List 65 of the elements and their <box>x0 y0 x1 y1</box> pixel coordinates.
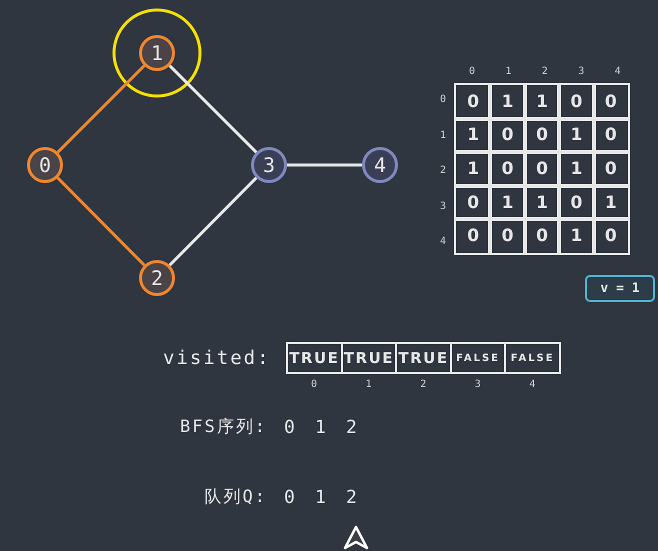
sequence-value: 2 <box>346 419 357 437</box>
sequence-name: BFS序列: <box>180 419 267 436</box>
column-index: 0 <box>469 67 476 77</box>
array-cell: TRUE <box>286 342 343 374</box>
array-index: 1 <box>366 380 372 390</box>
matrix-cell: 0 <box>592 217 630 255</box>
graph-edge <box>56 64 146 154</box>
column-index: 4 <box>614 67 621 77</box>
matrix-cell: 0 <box>522 150 562 188</box>
array-cell: FALSE <box>450 342 506 374</box>
vertex-circle: 4 <box>362 147 398 183</box>
vertex-circle: 0 <box>27 147 63 183</box>
row-index: 0 <box>440 95 446 105</box>
queue-value: 0 <box>284 489 295 507</box>
graph-edge <box>287 164 362 166</box>
graph-edge <box>168 176 258 266</box>
sequence-value: 0 <box>284 419 295 437</box>
matrix-cell: 1 <box>488 184 527 222</box>
column-index: 1 <box>505 67 512 77</box>
matrix-cell: 1 <box>592 184 630 222</box>
matrix-cell: 1 <box>557 150 596 188</box>
graph-edge <box>168 64 258 154</box>
matrix-cell: 0 <box>557 184 596 222</box>
queue-value: 2 <box>346 489 357 507</box>
matrix-cell: 0 <box>557 83 596 121</box>
matrix-cell: 0 <box>592 150 630 188</box>
array-cell: TRUE <box>395 342 452 374</box>
current-vertex-box: v = 1 <box>585 275 655 302</box>
matrix-cell: 0 <box>454 83 492 121</box>
matrix-cell: 1 <box>454 150 492 188</box>
matrix-cell: 1 <box>488 83 527 121</box>
matrix-cell: 1 <box>557 217 596 255</box>
array-cell: FALSE <box>504 342 561 374</box>
array-index: 4 <box>529 380 536 390</box>
array-cell: TRUE <box>340 342 398 374</box>
vertex-circle: 2 <box>139 260 175 296</box>
matrix-cell: 1 <box>557 116 596 154</box>
row-index: 3 <box>440 202 446 212</box>
row-index: 4 <box>440 237 446 248</box>
column-index: 2 <box>542 67 548 77</box>
matrix-cell: 0 <box>488 116 527 154</box>
matrix-cell: 0 <box>488 217 527 255</box>
matrix-cell: 1 <box>522 184 562 222</box>
column-index: 3 <box>578 67 584 77</box>
queue-value: 1 <box>315 489 326 507</box>
array-index: 2 <box>420 380 426 390</box>
matrix-cell: 1 <box>522 83 562 121</box>
row-index: 2 <box>440 166 446 176</box>
matrix-cell: 0 <box>522 217 562 255</box>
queue-name: 队列Q: <box>204 489 267 506</box>
vertex-circle: 3 <box>251 147 287 183</box>
array-index: 3 <box>474 380 481 390</box>
matrix-cell: 0 <box>488 150 527 188</box>
sequence-value: 1 <box>315 419 326 437</box>
graph-edge <box>56 176 146 266</box>
matrix-cell: 1 <box>454 116 492 154</box>
vertex-circle: 1 <box>139 35 175 71</box>
matrix-cell: 0 <box>522 116 562 154</box>
array-index: 0 <box>311 380 318 390</box>
matrix-cell: 0 <box>592 116 630 154</box>
matrix-cell: 0 <box>454 217 492 255</box>
matrix-cell: 0 <box>454 184 492 222</box>
array-name: visited: <box>163 349 271 368</box>
row-index: 1 <box>440 130 446 141</box>
matrix-cell: 0 <box>592 83 630 121</box>
